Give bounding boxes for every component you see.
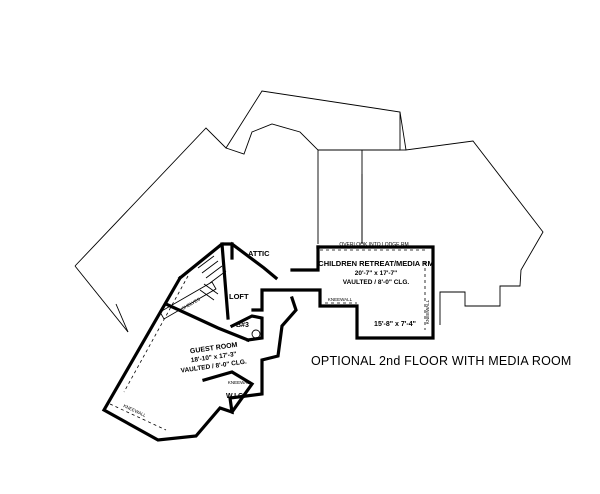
attic-walls (229, 241, 279, 281)
media-room-walls (251, 245, 435, 340)
plan-caption: OPTIONAL 2nd FLOOR WITH MEDIA ROOM (311, 354, 572, 368)
wic-walls (202, 370, 255, 415)
loft-label: LOFT (229, 292, 249, 301)
kneewall-label-right: KNEEWALL (425, 299, 430, 324)
media-left-wall (290, 245, 320, 272)
porch-notch-3 (362, 112, 401, 151)
overlook-label: OVERLOOK INTO LODGE RM (339, 242, 408, 248)
kneewall-line (109, 262, 426, 431)
wic-label: W.I.C. (226, 393, 245, 400)
shelf-note: 2 SHELVES (178, 296, 201, 312)
staircase (197, 255, 227, 301)
bath-walls (229, 314, 264, 342)
kneewall-label-guest: KNEEWALL (123, 403, 148, 418)
lower-floor-outline-2 (74, 265, 129, 333)
toilet-fixture (251, 329, 261, 339)
guest-room-walls (101, 275, 298, 442)
storage-dims: 15'-8" x 7'-4" (374, 321, 416, 328)
lower-floor-outline (74, 90, 544, 325)
media-room-ceiling: VAULTED / 8'-0" CLG. (343, 279, 410, 286)
shelf-box (159, 281, 217, 320)
media-room-name: CHILDREN RETREAT/MEDIA RM (318, 259, 433, 268)
kneewall-label-media: KNEEWALL (328, 297, 353, 302)
porch-notch (225, 123, 319, 244)
attic-label: ATTIC (248, 249, 270, 258)
stair-walls (177, 242, 234, 320)
porch-notch-2 (318, 149, 363, 244)
lower-floor-left-link (115, 303, 129, 333)
media-room-dims: 20'-7" x 17'-7" (355, 270, 398, 277)
guest-room-inner-wall (165, 302, 251, 343)
bath-label: B#3 (236, 322, 249, 329)
kneewall-label-wic: KNEEWALL (228, 380, 253, 385)
